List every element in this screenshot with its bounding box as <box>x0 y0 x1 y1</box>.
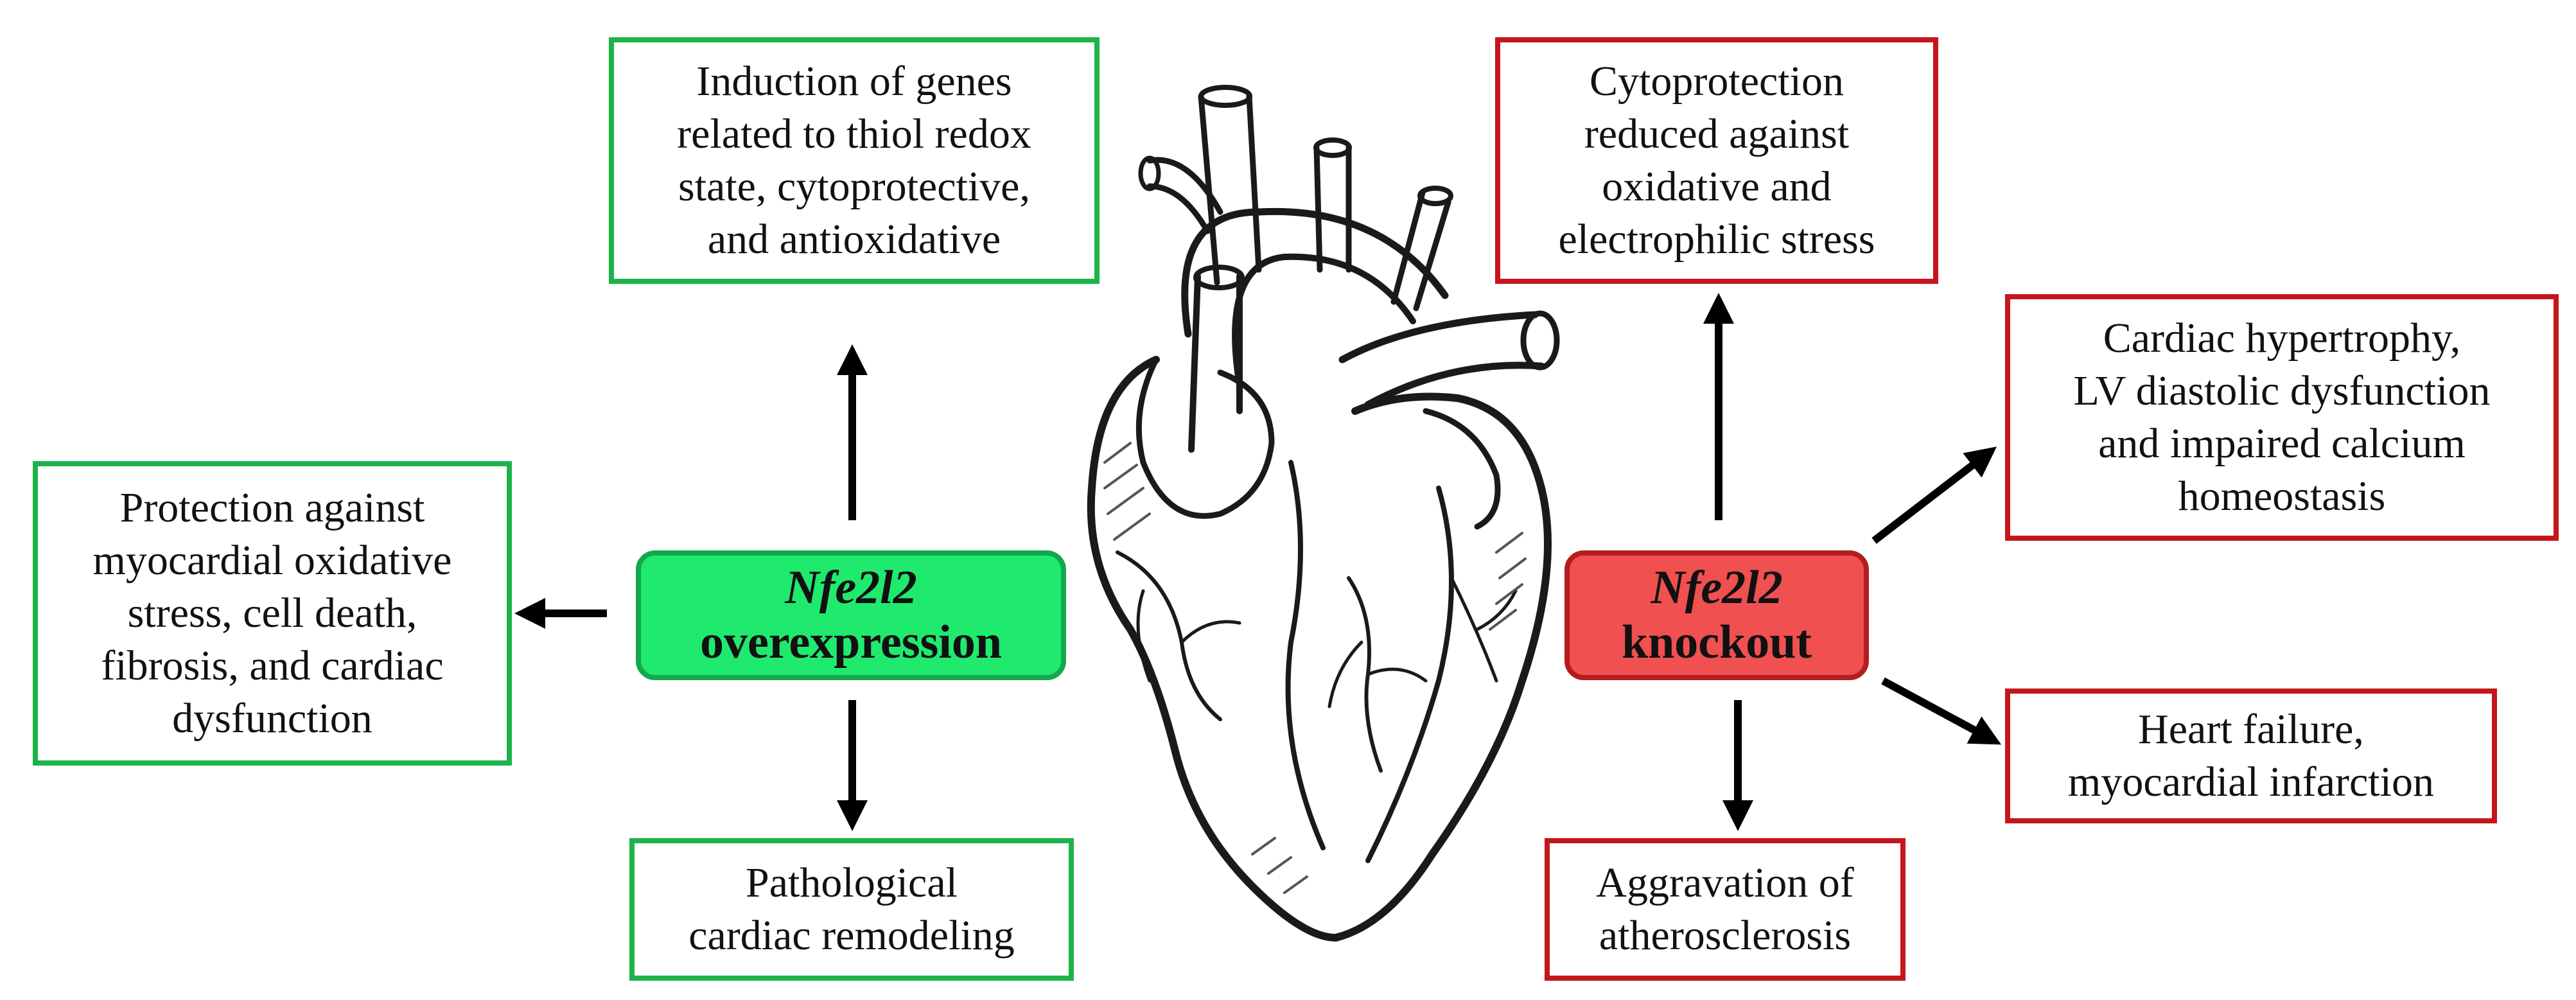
overexpression-left-box: Protection against myocardial oxidative … <box>33 461 512 766</box>
knockout-upper-right-box: Cardiac hypertrophy, LV diastolic dysfun… <box>2005 294 2559 541</box>
knockout-gene-label: Nfe2l2 <box>1651 561 1783 614</box>
overexpression-top-box: Induction of genes related to thiol redo… <box>609 37 1100 284</box>
overexpression-left-text: Protection against myocardial oxidative … <box>92 484 452 742</box>
overexpression-bottom-text: Pathological cardiac remodeling <box>688 859 1015 959</box>
knockout-label: knockout <box>1621 616 1812 669</box>
knockout-top-box: Cytoprotection reduced against oxidative… <box>1495 37 1938 284</box>
knockout-bottom-text: Aggravation of atherosclerosis <box>1596 859 1854 959</box>
overexpression-label: overexpression <box>699 616 1002 669</box>
knockout-bottom-box: Aggravation of atherosclerosis <box>1545 838 1906 981</box>
knockout-lower-right-box: Heart failure, myocardial infarction <box>2005 689 2497 823</box>
knockout-hub: Nfe2l2 knockout <box>1564 550 1869 680</box>
overexpression-bottom-box: Pathological cardiac remodeling <box>629 838 1074 981</box>
arrow-to-knockout-upper-right <box>1871 446 1997 544</box>
arrow-to-knockout-lower-right <box>1881 677 2002 745</box>
knockout-upper-right-text: Cardiac hypertrophy, LV diastolic dysfun… <box>2073 315 2491 520</box>
knockout-lower-right-text: Heart failure, myocardial infarction <box>2068 706 2434 805</box>
overexpression-top-text: Induction of genes related to thiol redo… <box>677 58 1031 263</box>
overexpression-hub: Nfe2l2 overexpression <box>636 550 1066 680</box>
knockout-top-text: Cytoprotection reduced against oxidative… <box>1558 58 1875 263</box>
overexpression-gene-label: Nfe2l2 <box>785 561 917 614</box>
